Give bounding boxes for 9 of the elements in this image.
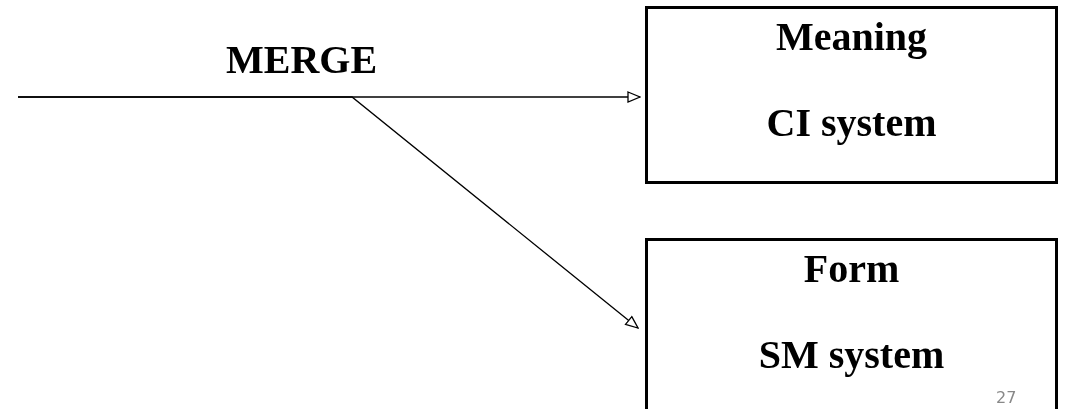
text-box — [645, 238, 1058, 409]
box-subheading: SM system — [757, 331, 946, 378]
box-heading: Form — [802, 245, 901, 292]
arrow — [17, 96, 639, 329]
edge-label: MERGE — [226, 36, 378, 83]
box-subheading: CI system — [765, 99, 938, 146]
box-heading: Meaning — [774, 13, 929, 60]
text-box — [645, 6, 1058, 184]
page-number: 27 — [996, 388, 1017, 407]
